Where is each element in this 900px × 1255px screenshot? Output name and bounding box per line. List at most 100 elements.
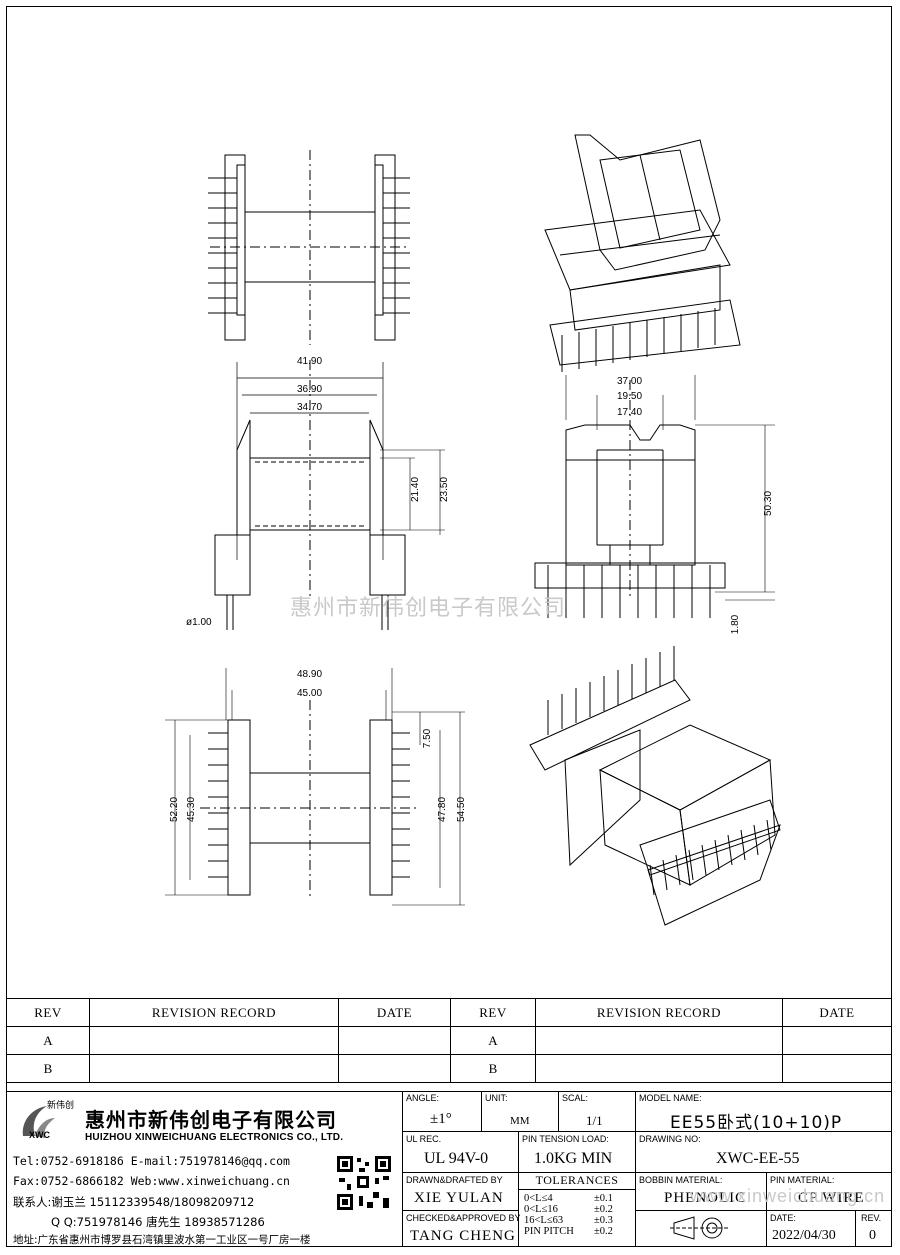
- rev-a-right: A: [450, 1026, 536, 1055]
- revision-record-header-left: REVISION RECORD: [89, 998, 339, 1027]
- date-header-right: DATE: [782, 998, 892, 1027]
- dim-41-90: 41.90: [297, 356, 323, 367]
- ulrec-label: UL REC.: [406, 1134, 442, 1144]
- dim-36-90: 36.90: [297, 384, 323, 395]
- drawing-no-label: DRAWING NO:: [639, 1134, 701, 1144]
- rev-b-left-date: [338, 1054, 451, 1083]
- scal-label: SCAL:: [562, 1093, 589, 1103]
- rev-cell: [855, 1210, 892, 1247]
- pin: [740, 829, 746, 861]
- iso-view-top: [544, 134, 741, 366]
- dim-1-80: 1.80: [730, 614, 742, 635]
- rev-header-right: REV: [450, 998, 536, 1027]
- model-label: MODEL NAME:: [639, 1093, 702, 1103]
- xwc-logo-icon: [22, 1106, 55, 1138]
- rev-a-left: A: [6, 1026, 90, 1055]
- dim-47-80: 47.80: [437, 796, 449, 823]
- pins-iso-bottom: [547, 646, 772, 896]
- rev-header-left: REV: [6, 998, 90, 1027]
- pin: [649, 864, 655, 896]
- revision-record-header-right: REVISION RECORD: [535, 998, 783, 1027]
- dim-19-50: 19.50: [617, 391, 643, 402]
- logo-text: 新伟创: [47, 1101, 75, 1111]
- dim-45-30: 45.30: [186, 796, 198, 823]
- tol-val-2: ±0.2: [594, 1204, 613, 1215]
- iso-view-bottom: [529, 679, 781, 926]
- logo-abbr: XWC: [29, 1130, 50, 1140]
- pin: [753, 824, 759, 856]
- pin-tension-value: 1.0KG MIN: [534, 1150, 613, 1167]
- dim-52-20: 52.20: [169, 796, 181, 823]
- rev-a-right-record: [535, 1026, 783, 1055]
- company-contact: 联系人:谢玉兰 15112339548/18098209712: [13, 1195, 255, 1209]
- dim-54-50: 54.50: [456, 796, 468, 823]
- watermark-company: 惠州市新伟创电子有限公司: [290, 596, 567, 621]
- pin-tension-label: PIN TENSION LOAD:: [522, 1134, 609, 1144]
- checked-value: TANG CHENG: [410, 1228, 516, 1244]
- company-tel: Tel:0752-6918186 E-mail:751978146@qq.com: [13, 1154, 290, 1168]
- rev-a-right-date: [782, 1026, 892, 1055]
- pins-front-right: [547, 565, 711, 618]
- unit-value: MM: [510, 1115, 530, 1127]
- rev-value: 0: [869, 1228, 876, 1243]
- rev-a-left-date: [338, 1026, 451, 1055]
- pin-material-value: CP WIRE: [798, 1190, 865, 1206]
- dim-50-30: 50.30: [763, 490, 775, 517]
- dim-21-40: 21.40: [410, 476, 422, 503]
- bobbin-label: BOBBIN MATERIAL:: [639, 1175, 723, 1185]
- dim-17-40: 17.40: [617, 407, 643, 418]
- rev-b-right-date: [782, 1054, 892, 1083]
- company-fax: Fax:0752-6866182 Web:www.xinweichuang.cn: [13, 1174, 290, 1188]
- view-front-left: [214, 360, 445, 630]
- angle-label: ANGLE:: [406, 1093, 440, 1103]
- tolerances-label: TOLERANCES: [518, 1172, 636, 1190]
- tolerance-ranges: 0<L≤4 0<L≤16 16<L≤63 PIN PITCH: [524, 1193, 574, 1237]
- tol-row-1: 0<L≤4: [524, 1193, 553, 1204]
- checked-cell: [402, 1210, 519, 1247]
- rev-b-right: B: [450, 1054, 536, 1083]
- pin: [675, 854, 681, 886]
- company-qq: Q Q:751978146 唐先生 18938571286: [51, 1215, 265, 1229]
- company-name-en: HUIZHOU XINWEICHUANG ELECTRONICS CO., LT…: [85, 1132, 344, 1143]
- rev-b-right-record: [535, 1054, 783, 1083]
- tolerance-values: ±0.1 ±0.2 ±0.3 ±0.2: [594, 1193, 613, 1237]
- watermark-website: www.xinweichuang.cn: [690, 1186, 886, 1206]
- drawn-value: XIE YULAN: [414, 1190, 504, 1206]
- dim-1-00: ø1.00: [186, 617, 212, 628]
- dim-45-00: 45.00: [297, 688, 323, 699]
- pins-top-view: [208, 732, 410, 878]
- drawing-no-value: XWC-EE-55: [716, 1150, 800, 1167]
- date-label: DATE:: [770, 1213, 796, 1223]
- date-value: 2022/04/30: [772, 1228, 836, 1243]
- tol-val-3: ±0.3: [594, 1215, 613, 1226]
- bobbin-value: PHENOLIC: [664, 1190, 747, 1206]
- company-info-block: 新伟创 XWC 惠州市新伟创电子有限公司 HUIZHOU XINWEICHUAN…: [6, 1091, 403, 1247]
- pin: [662, 859, 668, 891]
- drawn-label: DRAWN&DRAFTED BY: [406, 1175, 503, 1185]
- rev-label: REV.: [861, 1213, 882, 1223]
- rev-b-left-record: [89, 1054, 339, 1083]
- pin: [727, 834, 733, 866]
- view-top: [165, 668, 465, 906]
- dim-23-50: 23.50: [439, 476, 451, 503]
- dim-34-70: 34.70: [297, 402, 323, 413]
- dim-48-90: 48.90: [297, 669, 323, 680]
- tol-row-4: PIN PITCH: [524, 1226, 574, 1237]
- pin: [766, 819, 772, 851]
- pin: [701, 844, 707, 876]
- tol-row-3: 16<L≤63: [524, 1215, 564, 1226]
- dim-7-50: 7.50: [422, 728, 434, 749]
- projection-symbol-icon: [670, 1216, 728, 1240]
- pins-right-top: [383, 177, 410, 314]
- company-address: 地址:广东省惠州市博罗县石湾镇里波水第一工业区一号厂房一楼: [13, 1234, 311, 1246]
- date-header-left: DATE: [338, 998, 451, 1027]
- pin: [714, 839, 720, 871]
- pin-material-label: PIN MATERIAL:: [770, 1175, 835, 1185]
- qr-code-icon: [335, 1154, 393, 1212]
- tol-val-4: ±0.2: [594, 1226, 613, 1237]
- checked-label: CHECKED&APPROVED BY: [406, 1213, 521, 1223]
- view-front-right: [534, 375, 775, 601]
- technical-drawing: [165, 134, 781, 926]
- dim-37-00: 37.00: [617, 376, 643, 387]
- tol-val-1: ±0.1: [594, 1193, 613, 1204]
